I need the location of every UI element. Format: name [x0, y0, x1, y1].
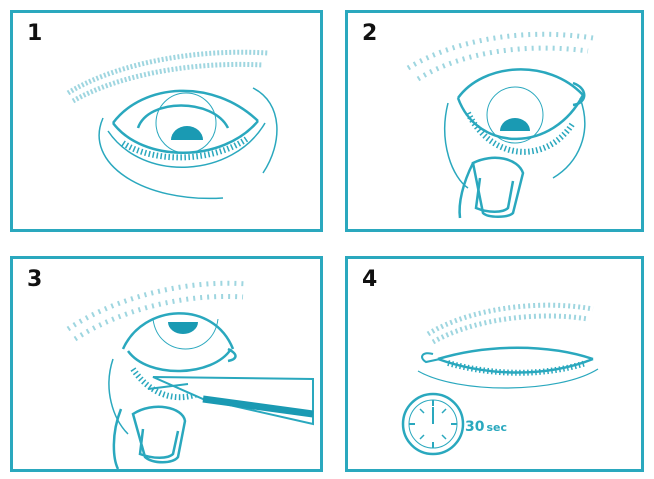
stopwatch-icon [403, 394, 463, 454]
eyebrow [428, 305, 593, 342]
step-panel-3: 3 [10, 256, 323, 472]
eye-icon [99, 88, 277, 198]
step-panel-2: 2 [345, 10, 644, 232]
pupil [168, 322, 198, 334]
pupil [500, 118, 530, 131]
eye-icon [109, 313, 236, 434]
eyedrop-application-illustration [13, 259, 320, 469]
timer-unit: sec [486, 421, 507, 434]
finger-icon [460, 158, 523, 218]
eyelid-pull-illustration [348, 13, 641, 229]
closed-eye-icon [418, 348, 598, 388]
timer-value: 30 [465, 419, 485, 435]
eyedropper-icon [148, 377, 313, 424]
eyebrow [68, 52, 268, 101]
pupil [171, 126, 203, 140]
step-panel-1: 1 [10, 10, 323, 232]
open-eye-illustration [13, 13, 320, 229]
finger-icon [114, 407, 185, 469]
